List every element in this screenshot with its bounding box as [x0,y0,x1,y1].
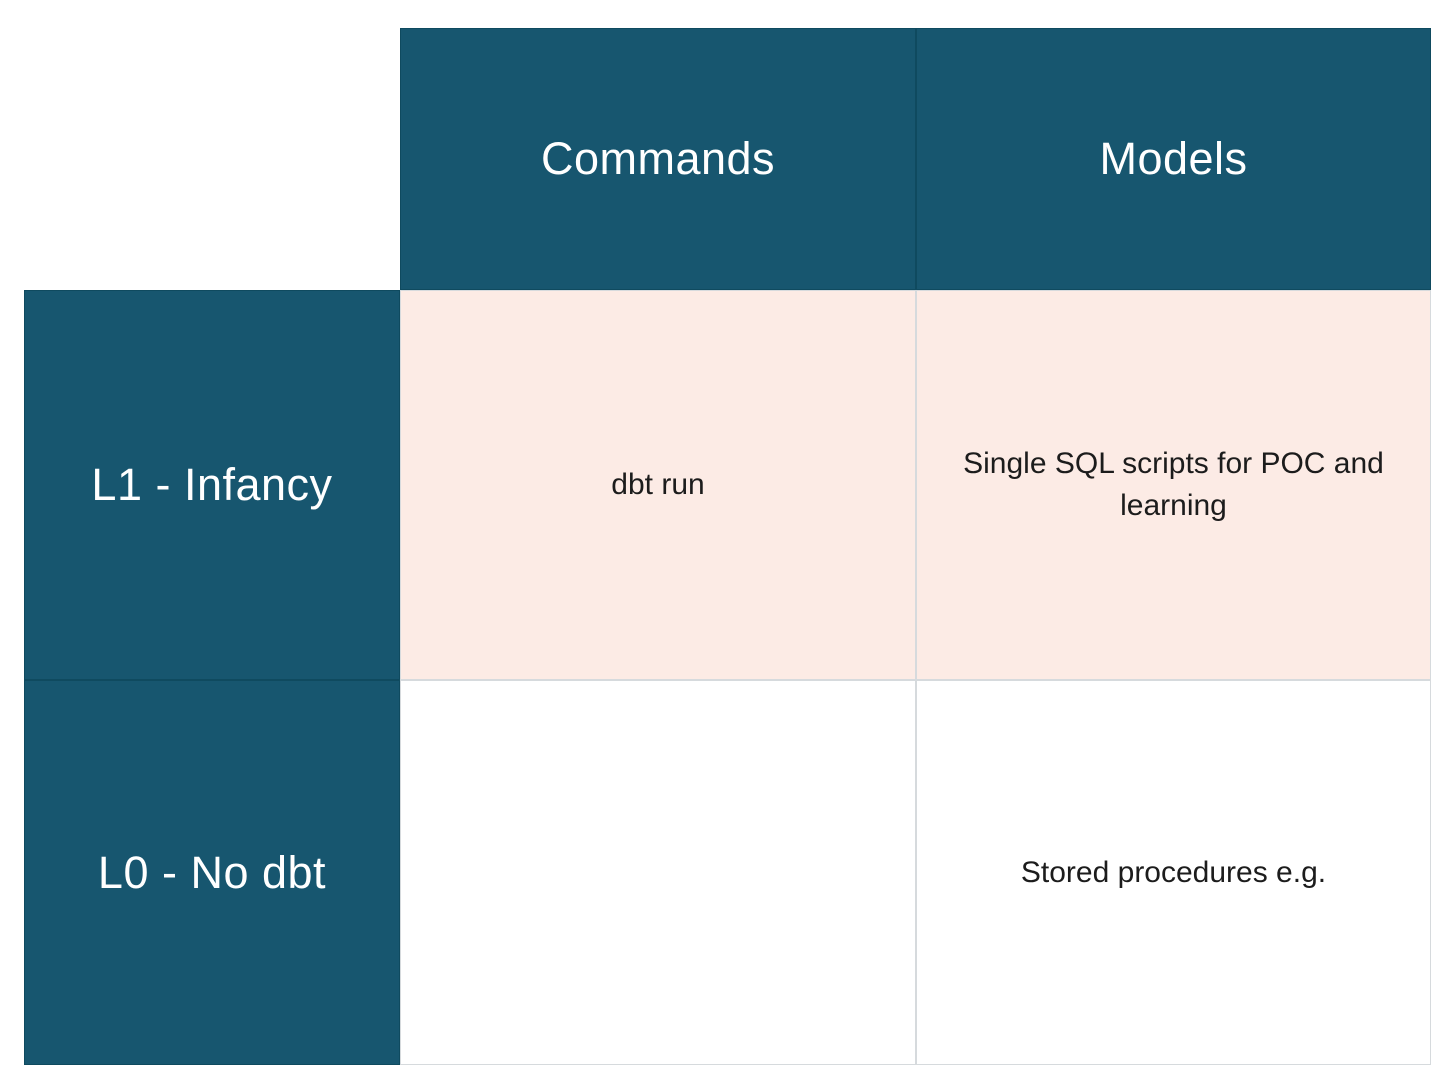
column-header-models: Models [916,28,1431,290]
cell-l0-models: Stored procedures e.g. [916,680,1431,1065]
maturity-matrix-table: Commands Models L1 - Infancy dbt run Sin… [24,28,1431,1065]
cell-l0-commands [400,680,916,1065]
cell-l1-commands-text: dbt run [611,468,705,501]
cell-l0-models-text: Stored procedures e.g. [1020,855,1327,889]
row-header-l1-infancy: L1 - Infancy [24,290,400,680]
row-header-l1-infancy-label: L1 - Infancy [91,459,333,510]
corner-empty-cell [24,28,400,290]
column-header-commands: Commands [400,28,916,290]
column-header-models-label: Models [1099,133,1248,184]
row-header-l0-no-dbt: L0 - No dbt [24,680,400,1065]
cell-l1-models: Single SQL scripts for POC and learning [916,290,1431,680]
cell-l1-commands: dbt run [400,290,916,680]
column-header-commands-label: Commands [540,133,776,184]
row-header-l0-no-dbt-label: L0 - No dbt [97,846,327,898]
cell-l1-models-text: Single SQL scripts for POC and learning [963,447,1384,522]
